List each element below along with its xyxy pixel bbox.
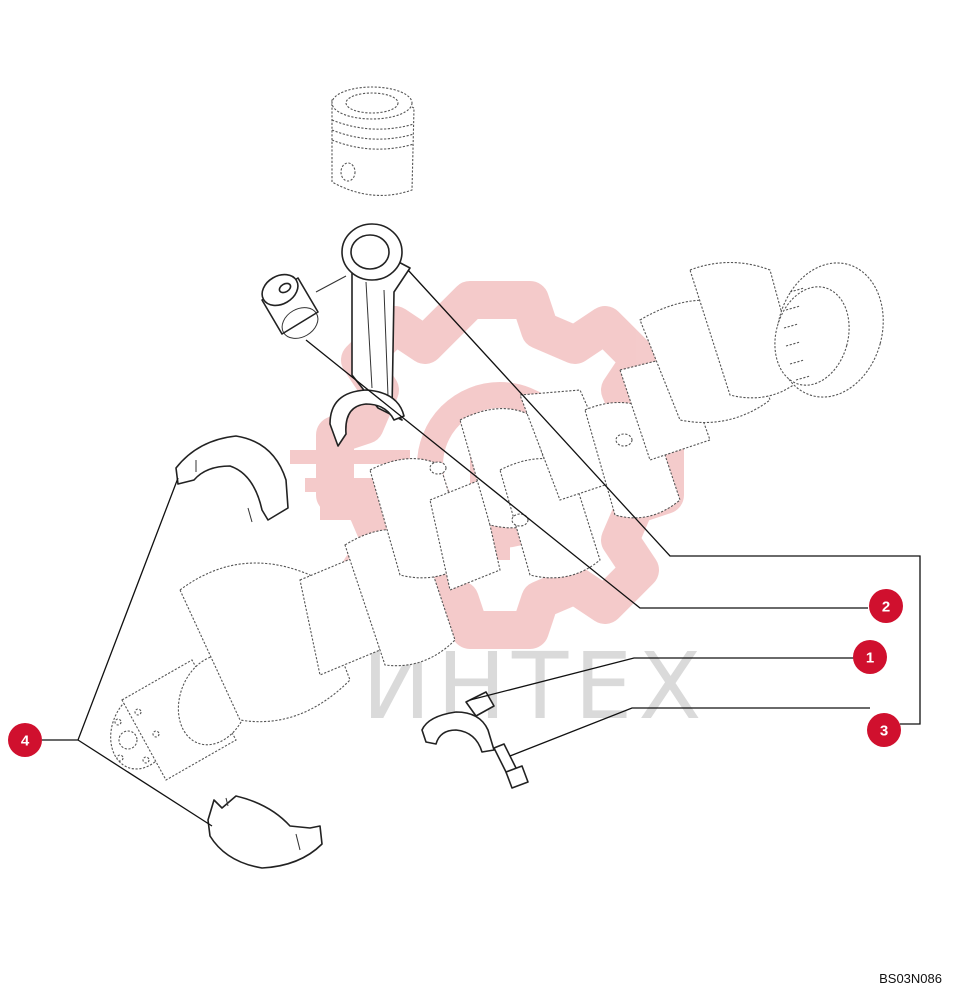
rod-bolt xyxy=(493,743,529,789)
drawing-code: BS03N086 xyxy=(879,971,942,986)
crankshaft xyxy=(110,261,884,781)
svg-text:3: 3 xyxy=(880,723,888,740)
svg-text:1: 1 xyxy=(866,650,874,667)
callout-2: 2 xyxy=(869,589,903,623)
main-bearing-lower xyxy=(207,795,323,869)
main-bearing-upper xyxy=(175,435,289,523)
piston-pin xyxy=(261,273,347,339)
callout-1: 1 xyxy=(853,640,887,674)
callout-3: 3 xyxy=(867,713,901,747)
piston xyxy=(331,86,415,196)
svg-text:4: 4 xyxy=(21,733,30,750)
leader-lines xyxy=(42,269,921,827)
callout-4: 4 xyxy=(8,723,42,757)
svg-text:2: 2 xyxy=(882,599,890,616)
rod-bearing-cap xyxy=(421,691,495,753)
